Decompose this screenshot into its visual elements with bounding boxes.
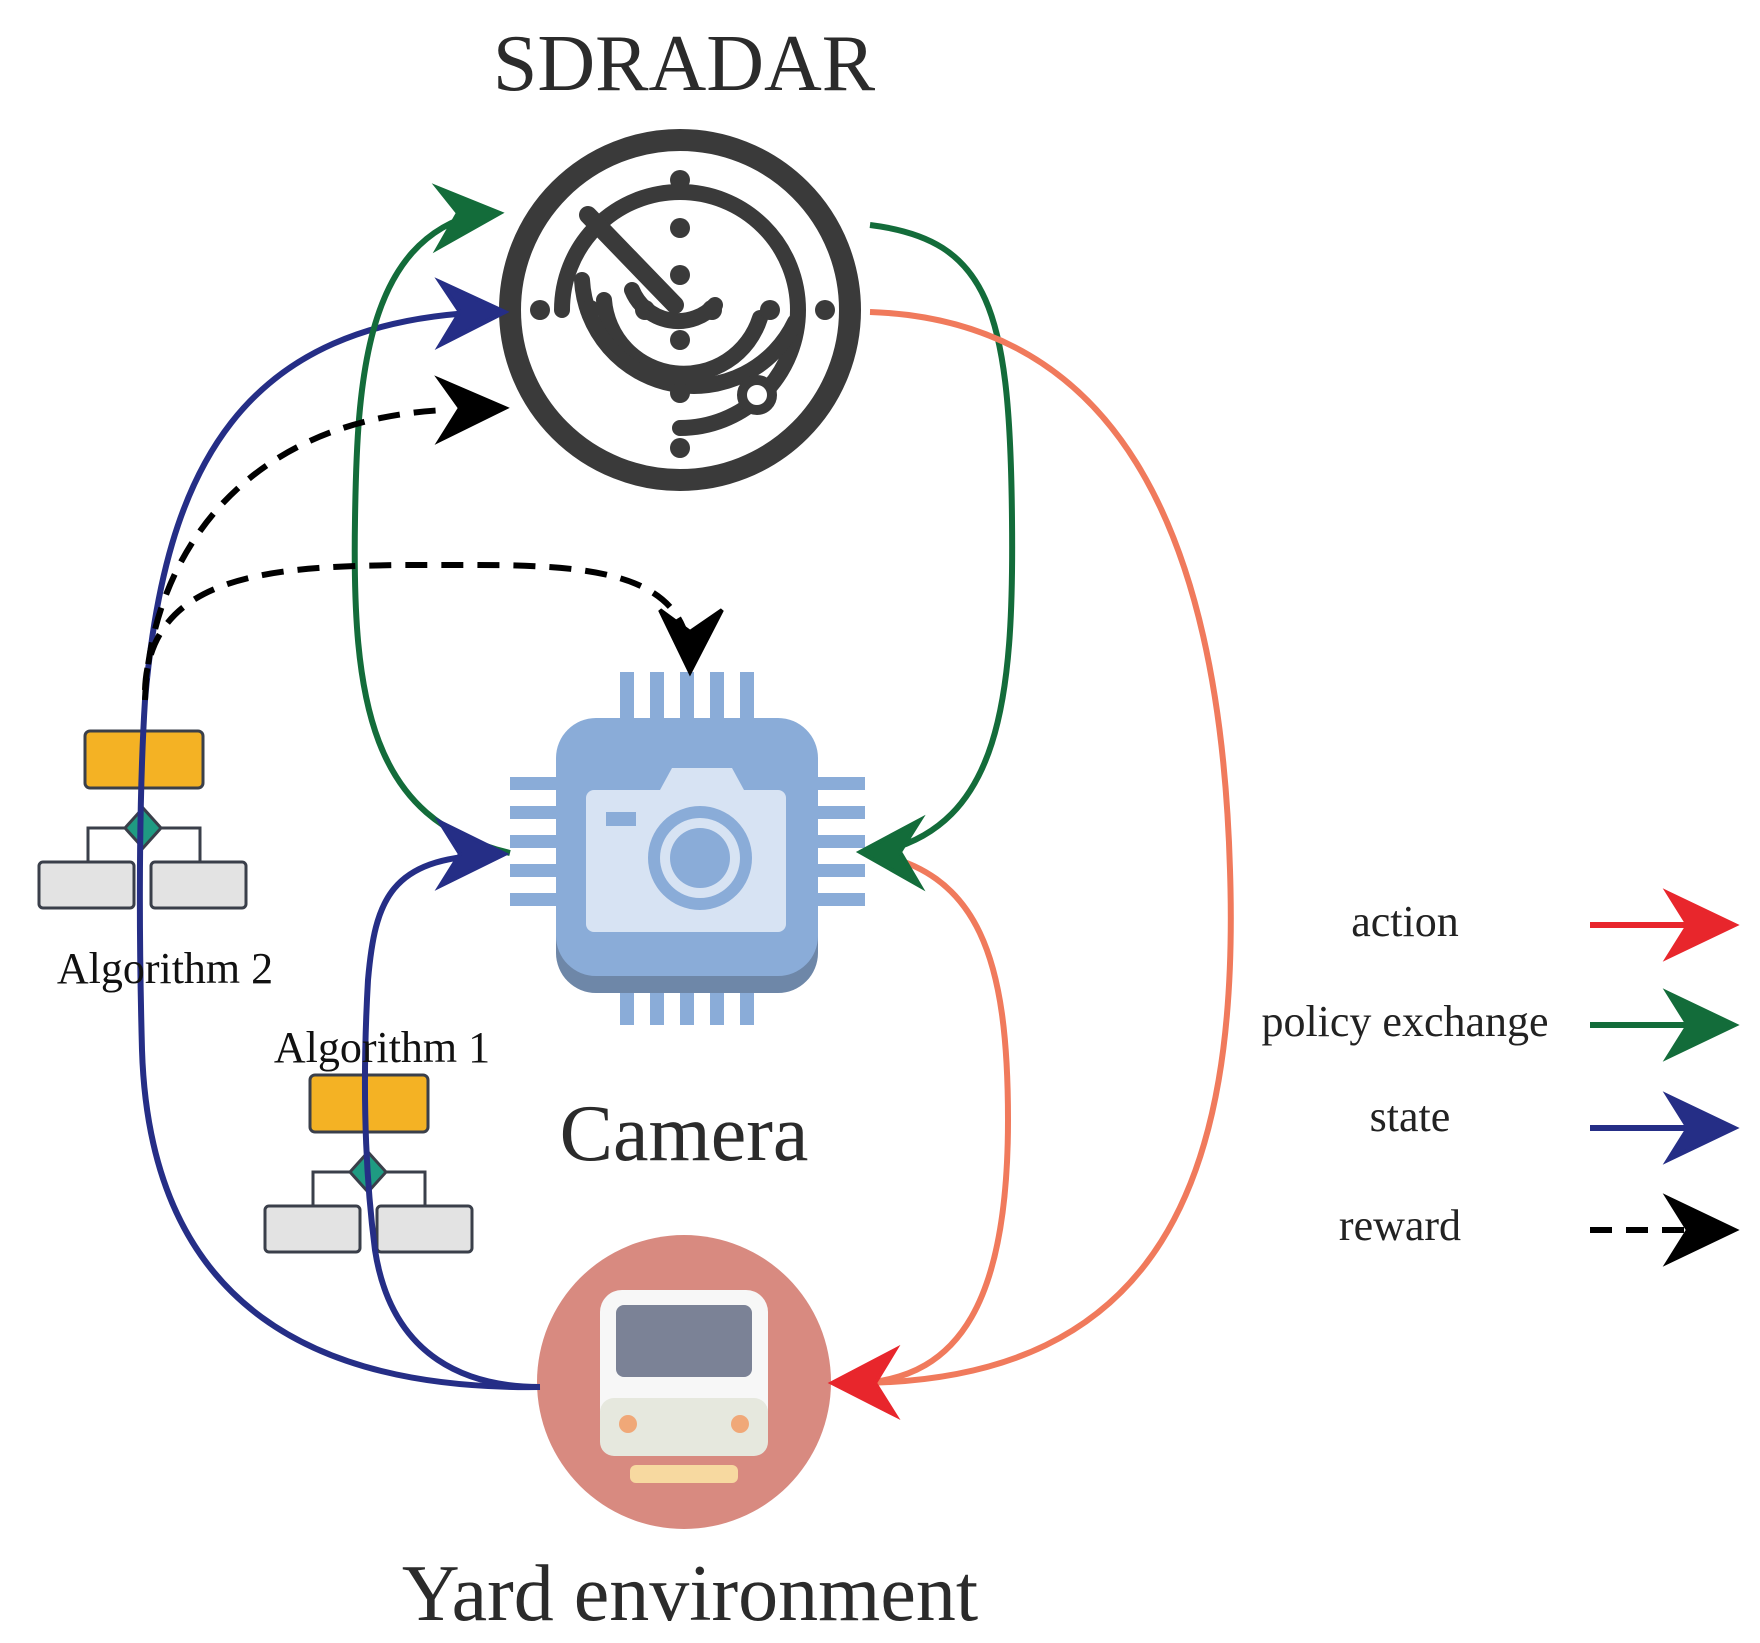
reward-edge-alg2-to-camera — [142, 561, 691, 691]
reward-edges — [142, 407, 691, 701]
arrowheads — [431, 183, 926, 1421]
arrowhead-green-radar — [431, 183, 505, 254]
arrowhead-black-camera — [658, 608, 724, 677]
reward-edge-alg2-to-radar — [142, 407, 446, 701]
yard-environment-label: Yard environment — [402, 1550, 978, 1638]
arrowhead-blue-camera — [434, 817, 510, 891]
legend: action policy exchange state reward — [1261, 888, 1740, 1267]
legend-label-action: action — [1351, 897, 1459, 946]
radar-icon — [499, 129, 861, 491]
legend-label-state: state — [1370, 1092, 1451, 1141]
action-edges — [859, 309, 1234, 1386]
algorithm-2-label: Algorithm 2 — [57, 944, 273, 993]
legend-item-action: action — [1351, 888, 1740, 962]
state-edge-yard-to-camera — [361, 852, 541, 1390]
algorithm-1-flowchart-icon — [263, 1073, 474, 1254]
action-edge-radar-to-yard — [859, 309, 1234, 1386]
arrowhead-green-camera — [855, 814, 926, 892]
legend-item-reward: reward — [1339, 1193, 1740, 1267]
state-edges — [136, 309, 541, 1391]
legend-label-reward: reward — [1339, 1201, 1461, 1250]
sdradar-label: SDRADAR — [493, 20, 876, 108]
arrowhead-red-yard — [827, 1344, 901, 1421]
legend-label-policy-exchange: policy exchange — [1261, 997, 1548, 1046]
policy-edges — [351, 210, 1016, 856]
arrowhead-blue-radar — [434, 277, 510, 350]
camera-label: Camera — [560, 1090, 809, 1178]
legend-item-state: state — [1370, 1091, 1740, 1165]
state-edge-yard-to-radar — [136, 309, 541, 1391]
train-icon — [537, 1235, 831, 1529]
algorithm-1-label: Algorithm 1 — [274, 1023, 490, 1072]
action-edge-camera-to-yard — [859, 849, 1012, 1386]
legend-item-policy-exchange: policy exchange — [1261, 988, 1740, 1062]
camera-chip-icon — [510, 672, 865, 1025]
policy-edge-camera-to-radar — [351, 210, 511, 856]
policy-edge-radar-to-camera — [869, 222, 1016, 855]
arrowhead-black-radar — [434, 375, 510, 445]
